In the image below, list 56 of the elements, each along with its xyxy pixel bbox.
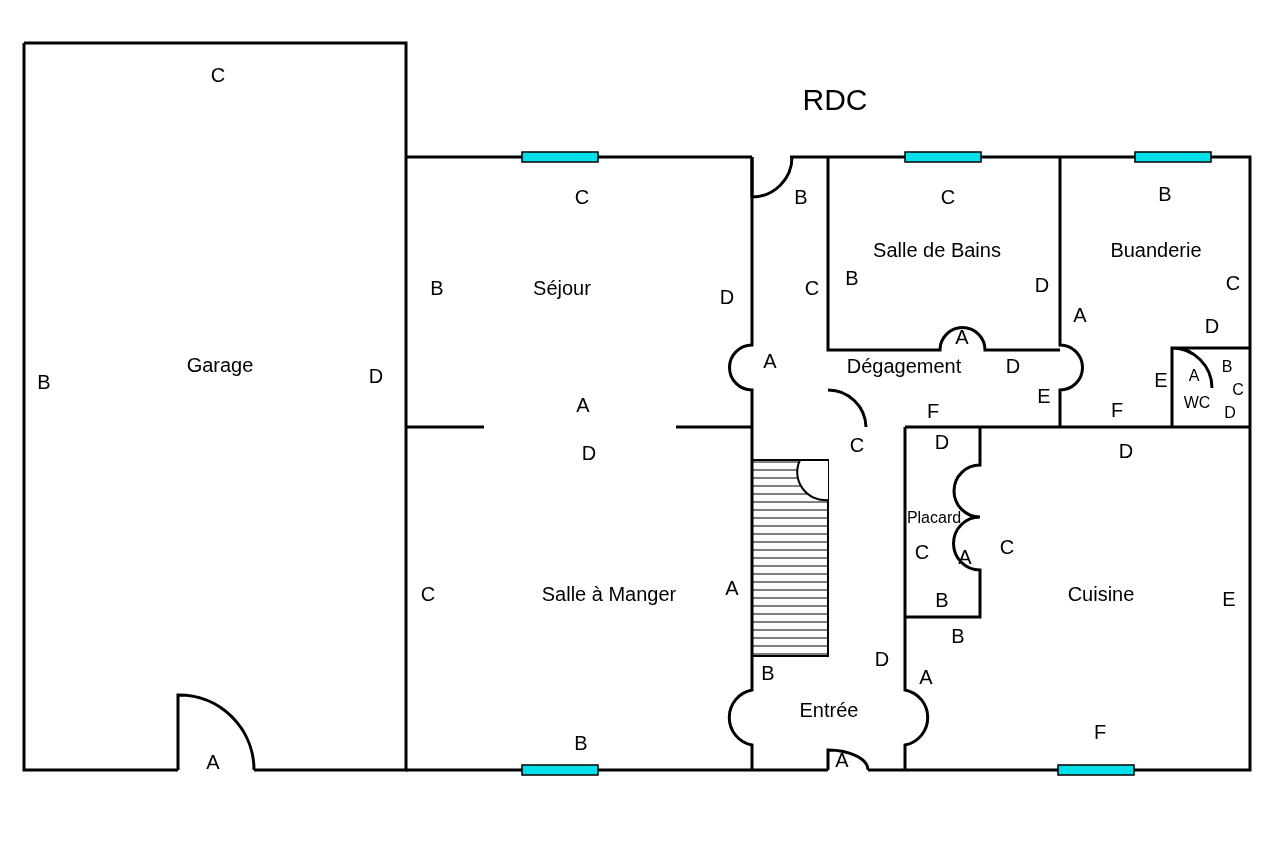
wall-letter: E [1222, 589, 1236, 609]
wall-letter: B [794, 187, 808, 207]
room-name: B [1221, 359, 1233, 375]
wall-letter: B [37, 372, 51, 392]
wall-letter: E [1154, 370, 1168, 390]
wall-letter: C [940, 187, 956, 207]
wall-letter: D [581, 443, 597, 463]
wall-letter: A [835, 750, 849, 770]
wall-letter: A [1073, 305, 1087, 325]
wall-letter: A [955, 327, 969, 347]
room-name: A [1188, 368, 1200, 384]
plan-title: RDC [802, 85, 868, 115]
wall-letter: D [1005, 356, 1021, 376]
wall-letter: F [1110, 400, 1124, 420]
wall-letter: D [1118, 441, 1134, 461]
room-name: Placard [906, 510, 962, 526]
wall-letter: B [574, 733, 588, 753]
wall-letter: D [368, 366, 384, 386]
room-name: Salle à Manger [541, 584, 677, 604]
wall-letter: C [804, 278, 820, 298]
room-name: Cuisine [1067, 584, 1135, 604]
room-name: WC [1183, 395, 1211, 411]
wall-letter: D [1204, 316, 1220, 336]
room-name: Séjour [533, 278, 591, 298]
room-name: Salle de Bains [873, 240, 1001, 260]
wall-letter: B [761, 663, 775, 683]
wall-letter: B [1158, 184, 1172, 204]
room-name: Buanderie [1110, 240, 1202, 260]
wall-letter: E [1037, 386, 1051, 406]
wall-letter: B [845, 268, 859, 288]
room-name: D [1224, 405, 1236, 421]
wall-letter: F [926, 401, 940, 421]
wall-letter: F [1093, 722, 1107, 742]
wall-letter: A [206, 752, 220, 772]
wall-letter: C [849, 435, 865, 455]
wall-letter: D [1034, 275, 1050, 295]
wall-letter: C [1225, 273, 1241, 293]
wall-letter: C [914, 542, 930, 562]
room-name: Garage [186, 355, 254, 375]
wall-letter: C [210, 65, 226, 85]
wall-letter: C [420, 584, 436, 604]
wall-letter: B [430, 278, 444, 298]
wall-letter: D [719, 287, 735, 307]
wall-letter: C [999, 537, 1015, 557]
wall-letter: C [574, 187, 590, 207]
wall-letter: A [763, 351, 777, 371]
wall-letter: B [951, 626, 965, 646]
wall-letter: A [725, 578, 739, 598]
wall-letter: A [576, 395, 590, 415]
wall-letter: A [919, 667, 933, 687]
room-name: Dégagement [846, 356, 962, 376]
wall-letter: D [934, 432, 950, 452]
wall-letter: B [935, 590, 949, 610]
room-name: Entrée [799, 700, 859, 720]
wall-letter: D [874, 649, 890, 669]
room-name: C [1232, 382, 1244, 398]
